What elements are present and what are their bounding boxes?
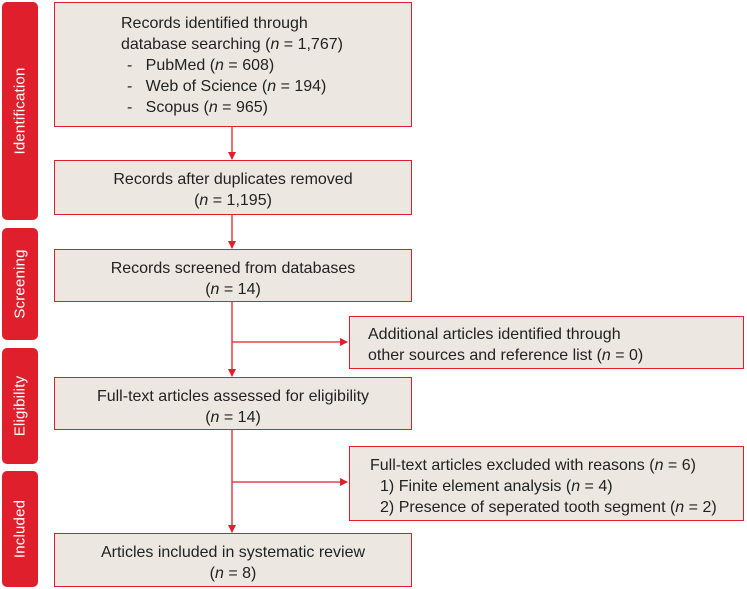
excluded-reason-1: 1) Finite element analysis (n = 4) bbox=[380, 478, 613, 495]
stage-eligibility: Eligibility bbox=[2, 348, 38, 464]
stage-included: Included bbox=[2, 471, 38, 587]
excluded-reason-2: 2) Presence of seperated tooth segment (… bbox=[380, 499, 717, 516]
records-identified-box: Records identified through database sear… bbox=[54, 2, 412, 127]
identified-line1: Records identified through bbox=[121, 15, 308, 32]
source-pubmed: - PubMed (n = 608) bbox=[127, 57, 275, 74]
additional-line1: Additional articles identified through bbox=[368, 326, 621, 343]
duplicates-title: Records after duplicates removed bbox=[113, 171, 353, 188]
additional-line2: other sources and reference list (n = 0) bbox=[368, 347, 644, 364]
screened-title: Records screened from databases bbox=[110, 260, 356, 277]
fulltext-count: (n = 14) bbox=[205, 409, 261, 426]
included-title: Articles included in systematic review bbox=[100, 544, 366, 561]
stage-identification: Identification bbox=[2, 2, 38, 220]
duplicates-count: (n = 1,195) bbox=[194, 192, 272, 209]
excluded-title: Full-text articles excluded with reasons… bbox=[370, 457, 696, 474]
identified-line2: database searching (n = 1,767) bbox=[121, 36, 343, 53]
additional-articles-box: Additional articles identified through o… bbox=[349, 316, 744, 369]
source-web-of-science: - Web of Science (n = 194) bbox=[127, 78, 327, 95]
excluded-articles-box: Full-text articles excluded with reasons… bbox=[349, 446, 744, 521]
fulltext-title: Full-text articles assessed for eligibil… bbox=[96, 388, 370, 405]
included-articles-box: Articles included in systematic review (… bbox=[54, 533, 412, 587]
fulltext-assessed-box: Full-text articles assessed for eligibil… bbox=[54, 377, 412, 430]
duplicates-removed-box: Records after duplicates removed (n = 1,… bbox=[54, 160, 412, 215]
screened-count: (n = 14) bbox=[205, 281, 261, 298]
source-scopus: - Scopus (n = 965) bbox=[127, 99, 268, 116]
records-screened-box: Records screened from databases (n = 14) bbox=[54, 249, 412, 302]
stage-screening: Screening bbox=[2, 228, 38, 340]
included-count: (n = 8) bbox=[209, 565, 257, 582]
